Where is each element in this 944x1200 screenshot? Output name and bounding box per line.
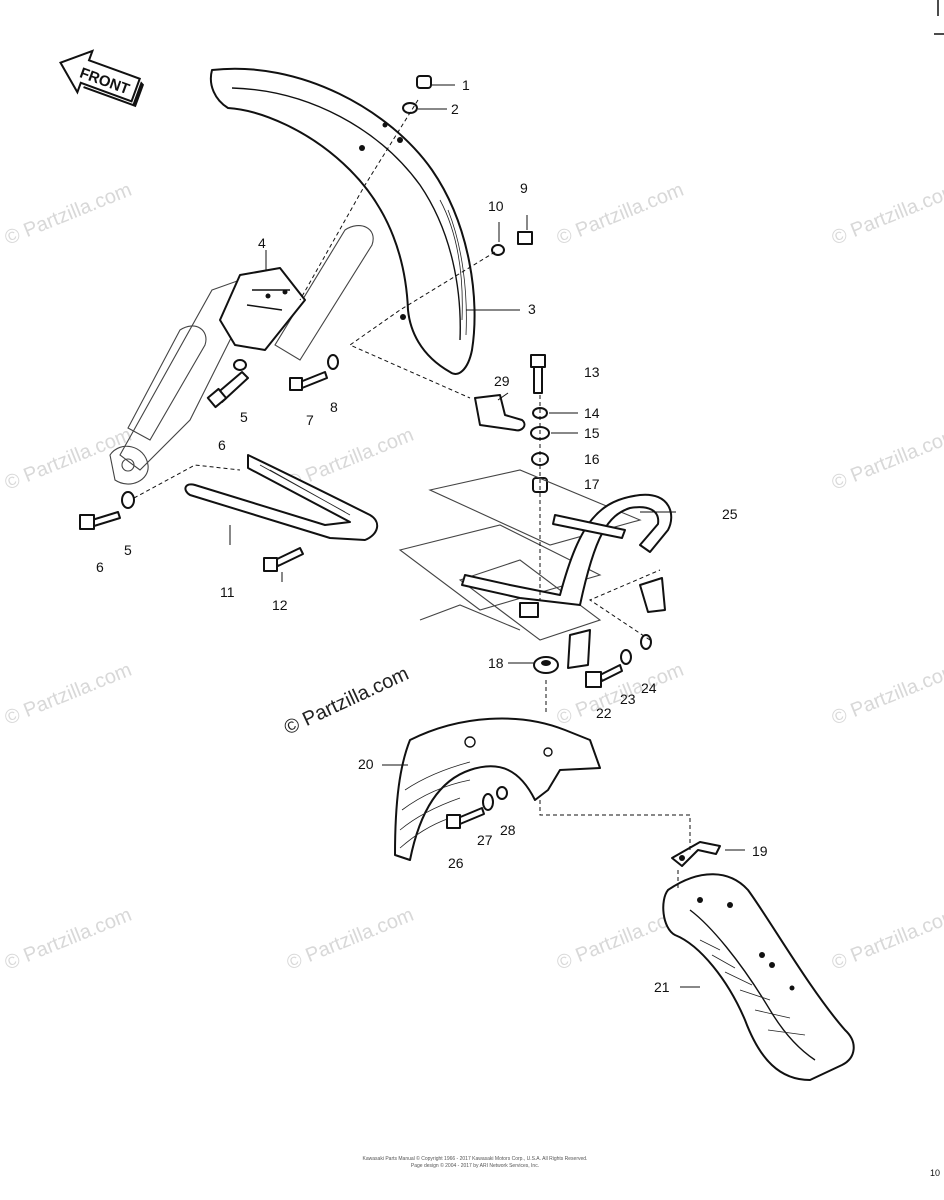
callout-8: 8 xyxy=(330,399,338,415)
watermark: © Partzilla.com xyxy=(2,659,135,730)
watermark: © Partzilla.com xyxy=(829,179,944,250)
callout-25: 25 xyxy=(722,506,738,522)
washer-8 xyxy=(327,354,339,370)
corner-mark xyxy=(934,0,944,35)
bolt-12 xyxy=(263,547,304,572)
copyright-line-2: Page design © 2004 - 2017 by ARI Network… xyxy=(410,1163,540,1169)
washer-10 xyxy=(491,244,505,256)
washer-5-upper xyxy=(233,359,247,371)
callout-16: 16 xyxy=(584,451,600,467)
callout-12: 12 xyxy=(272,597,288,613)
callout-29: 29 xyxy=(494,373,510,389)
callout-24: 24 xyxy=(641,680,657,696)
callout-14: 14 xyxy=(584,405,600,421)
copyright-line-1: Kawasaki Parts Manual © Copyright 1966 -… xyxy=(362,1156,588,1162)
callout-13: 13 xyxy=(584,364,600,380)
watermark-center: © Partzilla.com xyxy=(281,663,412,740)
washer-27 xyxy=(482,793,494,811)
callout-6-upper: 6 xyxy=(218,437,226,453)
washer-5-lower xyxy=(121,491,135,509)
page-number: 10 xyxy=(930,1168,941,1178)
fender-bracket xyxy=(219,267,306,351)
front-fender xyxy=(209,67,476,375)
cap-nut-1 xyxy=(416,75,432,89)
callout-22: 22 xyxy=(596,705,612,721)
callout-4: 4 xyxy=(258,235,266,251)
callout-26: 26 xyxy=(448,855,464,871)
callout-5-upper: 5 xyxy=(240,409,248,425)
nut-18 xyxy=(533,656,559,674)
watermark: © Partzilla.com xyxy=(2,179,135,250)
callout-19: 19 xyxy=(752,843,768,859)
watermark: © Partzilla.com xyxy=(829,424,944,495)
watermark: © Partzilla.com xyxy=(284,904,417,975)
callout-17: 17 xyxy=(584,476,600,492)
bolt-13 xyxy=(530,354,546,394)
rail-mount-bracket xyxy=(567,577,666,669)
front-direction-arrow: FRONT xyxy=(59,49,145,108)
leader-lines xyxy=(229,84,745,988)
callout-23: 23 xyxy=(620,691,636,707)
callout-20: 20 xyxy=(358,756,374,772)
grab-rail xyxy=(461,493,673,618)
nut-9 xyxy=(517,231,533,245)
callout-15: 15 xyxy=(584,425,600,441)
washer-24 xyxy=(640,634,652,650)
callout-3: 3 xyxy=(528,301,536,317)
callout-18: 18 xyxy=(488,655,504,671)
watermark: © Partzilla.com xyxy=(554,179,687,250)
clip-19 xyxy=(671,841,721,867)
frame-outline xyxy=(398,469,642,641)
callout-5-lower: 5 xyxy=(124,542,132,558)
bolt-22 xyxy=(585,664,623,688)
washer-23 xyxy=(620,649,632,665)
watermark: © Partzilla.com xyxy=(829,659,944,730)
callout-28: 28 xyxy=(500,822,516,838)
watermark: © Partzilla.com xyxy=(829,904,944,975)
callout-6-lower: 6 xyxy=(96,559,104,575)
nut-28 xyxy=(496,786,508,800)
callout-11: 11 xyxy=(220,584,235,600)
rear-fender xyxy=(662,873,855,1081)
callout-10: 10 xyxy=(488,198,504,214)
callout-9: 9 xyxy=(520,180,528,196)
bolt-7 xyxy=(289,371,328,391)
callout-labels: 1 2 3 4 5 6 7 8 9 10 5 6 11 12 13 14 15 … xyxy=(96,77,768,995)
callout-1: 1 xyxy=(462,77,470,93)
watermark: © Partzilla.com xyxy=(2,904,135,975)
callout-27: 27 xyxy=(477,832,493,848)
watermark: © Partzilla.com xyxy=(2,424,135,495)
callout-21: 21 xyxy=(654,979,670,995)
dashed-assembly-lines xyxy=(133,99,691,888)
bracket-29 xyxy=(474,394,526,432)
rear-inner-fender xyxy=(394,717,601,861)
bolt-6-lower xyxy=(79,511,121,530)
bolt-26 xyxy=(446,807,485,829)
washer-2 xyxy=(402,102,418,114)
callout-2: 2 xyxy=(451,101,459,117)
copyright-footer: Kawasaki Parts Manual © Copyright 1966 -… xyxy=(320,1156,630,1170)
callout-7: 7 xyxy=(306,412,314,428)
bolt-6-upper xyxy=(206,371,249,409)
fender-stay xyxy=(184,454,379,541)
